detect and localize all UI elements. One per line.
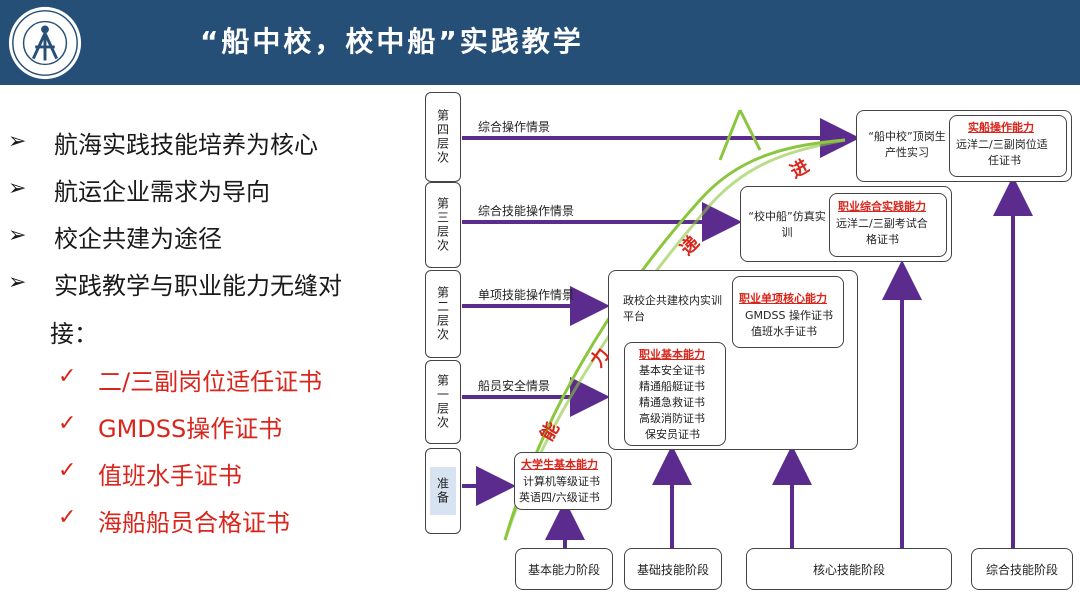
bullet-list: ➢航海实践技能培养为核心 ➢航运企业需求为导向 ➢校企共建为途径 ➢实践教学与职… (8, 125, 408, 313)
level-2-box: 第二层次 (425, 270, 461, 358)
arrow-bullet-icon: ➢ (8, 223, 27, 248)
single-core-ability-box: 职业单项核心能力 GMDSS 操作证书 值班水手证书 (732, 276, 844, 348)
basic-prof-ability-box: 职业基本能力 基本安全证书 精通船艇证书 精通急救证书 高级消防证书 保安员证书 (624, 342, 726, 446)
stage-core-skill: 核心技能阶段 (746, 548, 952, 590)
checkmark-icon: ✓ (58, 505, 77, 530)
platform-caption: 政校企共建校内实训平台 (623, 294, 722, 323)
school-in-ship-box: “校中船”仿真实训 职业综合实践能力 远洋二/三副考试合 格证书 (740, 186, 952, 262)
stage-comprehensive-skill: 综合技能阶段 (971, 548, 1073, 590)
level-1-box: 第一层次 (425, 360, 461, 444)
scenario-label: 单项技能操作情景 (478, 288, 575, 302)
ship-in-school-caption: “船中校”顶岗生产性实习 (868, 130, 946, 159)
stage-basic-skill: 基础技能阶段 (624, 548, 722, 590)
level-3-box: 第三层次 (425, 182, 461, 268)
arrow-bullet-icon: ➢ (8, 270, 27, 295)
level-4-box: 第四层次 (425, 92, 461, 182)
bullet-item: ➢实践教学与职业能力无缝对 (8, 270, 342, 300)
ship-in-school-ability: 实船操作能力 远洋二/三副岗位适 任证书 (949, 115, 1067, 177)
arrow-bullet-icon: ➢ (8, 176, 27, 201)
ship-in-school-box: “船中校”顶岗生产性实习 实船操作能力 远洋二/三副岗位适 任证书 (856, 110, 1072, 182)
checkmark-icon: ✓ (58, 364, 77, 389)
level-prep-box: 准备 (425, 448, 461, 534)
bullet-item: ➢航海实践技能培养为核心 (8, 129, 318, 159)
scenario-label: 船员安全情景 (478, 379, 551, 393)
university-logo-icon (8, 6, 82, 80)
page-title: “船中校，校中船”实践教学 (200, 25, 584, 58)
school-in-ship-ability: 职业综合实践能力 远洋二/三副考试合 格证书 (829, 193, 947, 257)
bullet-item: ➢校企共建为途径 (8, 223, 222, 253)
arrow-bullet-icon: ➢ (8, 129, 27, 154)
checkmark-icon: ✓ (58, 458, 77, 483)
scenario-label: 综合技能操作情景 (478, 204, 575, 218)
checkmark-icon: ✓ (58, 411, 77, 436)
school-in-ship-caption: “校中船”仿真实训 (748, 210, 826, 239)
bullet-continuation: 接： (50, 320, 98, 348)
stage-basic-ability: 基本能力阶段 (515, 548, 613, 590)
scenario-label: 综合操作情景 (478, 120, 551, 134)
bullet-item: ➢航运企业需求为导向 (8, 176, 270, 206)
college-basic-ability-box: 大学生基本能力 计算机等级证书 英语四/六级证书 (514, 452, 612, 510)
header-bar: “船中校，校中船”实践教学 (0, 0, 1080, 85)
